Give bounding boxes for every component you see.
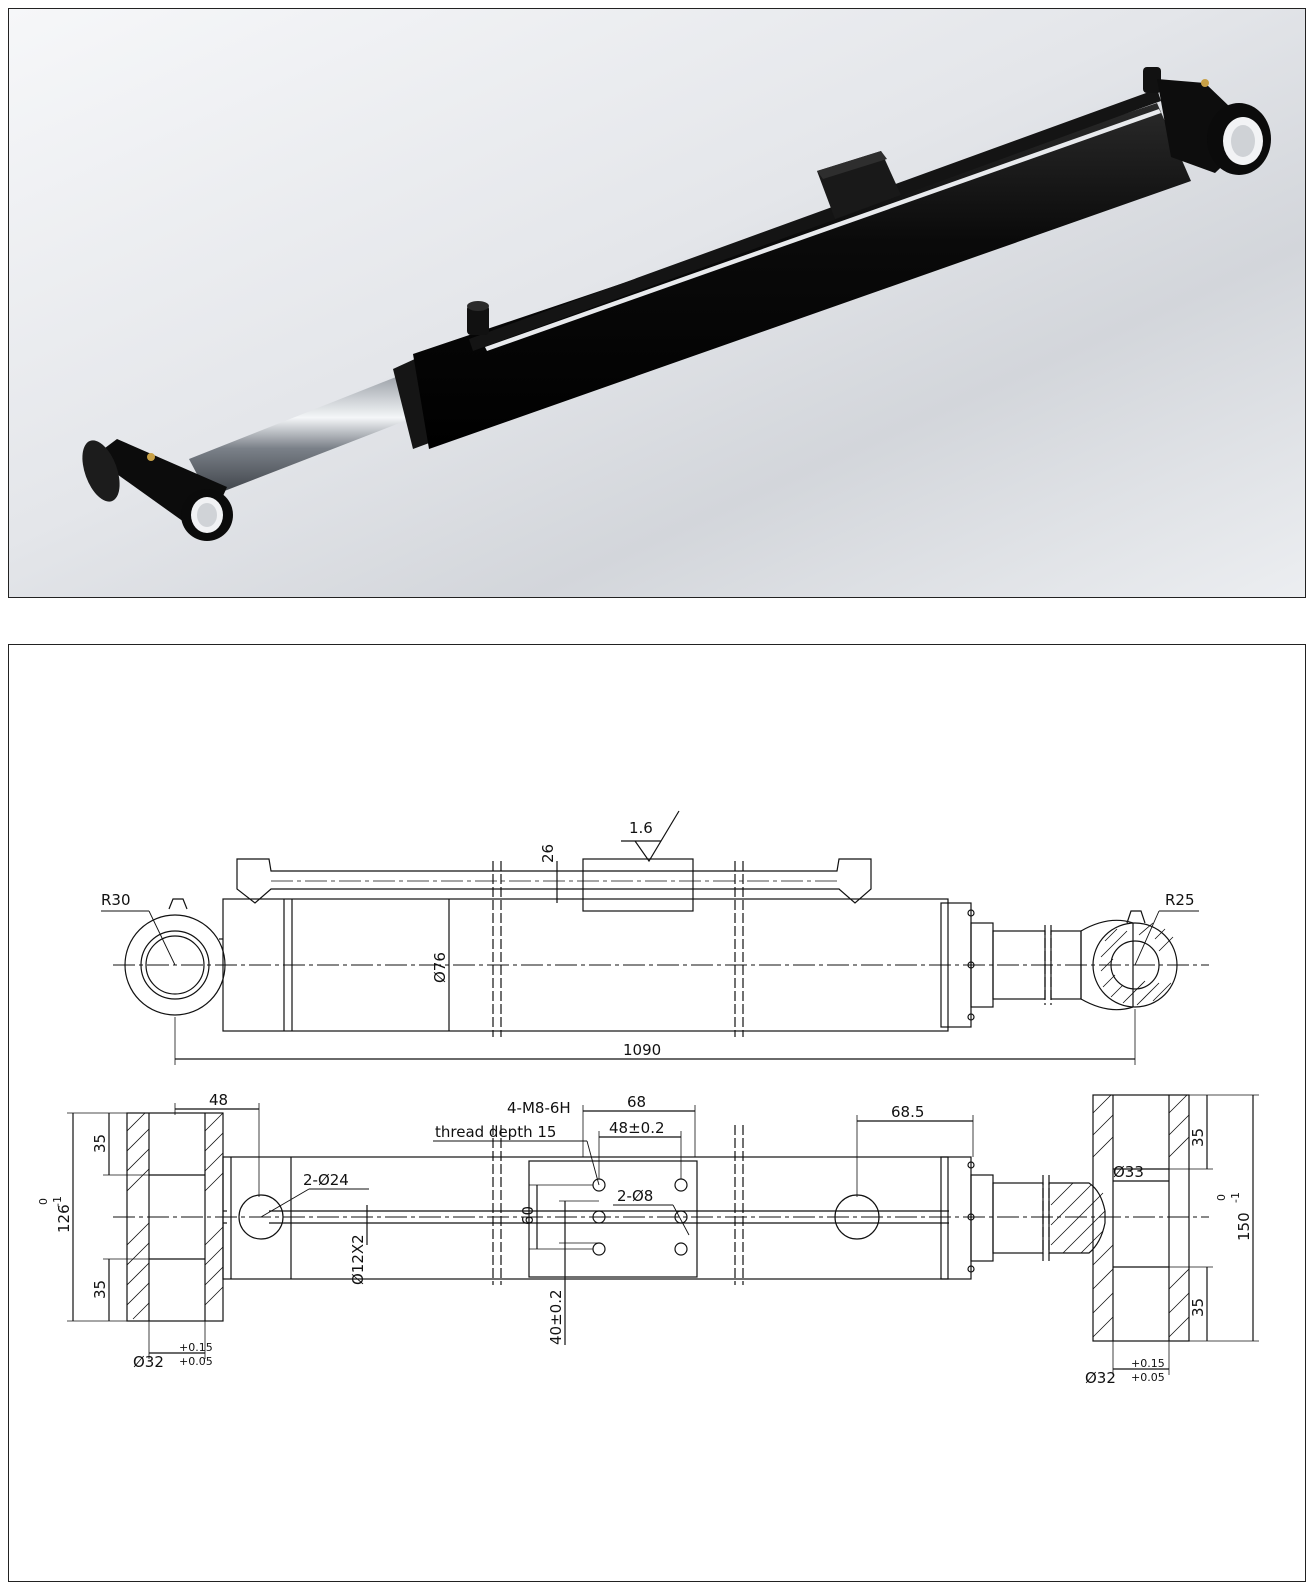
label-26: 26 (539, 844, 557, 863)
slider-block-outline (582, 858, 694, 912)
label-68: 68 (627, 1093, 646, 1111)
side-view (101, 810, 1209, 1065)
label-d12x2: Ø12X2 (349, 1234, 367, 1285)
label-60: 60 (519, 1206, 537, 1225)
barrel (413, 103, 1191, 449)
label-150: 150 (1235, 1212, 1253, 1241)
label-left-d32-tol-top: +0.15 (179, 1341, 213, 1354)
label-left-35-top: 35 (91, 1134, 109, 1153)
label-150-tol-bot: -1 (1229, 1192, 1242, 1203)
label-68-5: 68.5 (891, 1103, 924, 1121)
plan-barrel (222, 1156, 949, 1280)
port-left (238, 1194, 284, 1240)
label-48: 48 (209, 1091, 228, 1109)
left-eye-bore (140, 930, 210, 1000)
label-thread: 4-M8-6H (507, 1099, 571, 1117)
label-2-d24: 2-Ø24 (303, 1171, 349, 1189)
label-r30: R30 (101, 891, 131, 909)
guide-bar (236, 858, 872, 904)
mounting-plate (528, 1160, 698, 1278)
right-post (1143, 67, 1161, 93)
label-thread-depth: thread depth 15 (435, 1123, 556, 1141)
label-2-d8: 2-Ø8 (617, 1187, 653, 1205)
label-d76: Ø76 (431, 952, 449, 983)
label-150-tol-top: 0 (1215, 1194, 1228, 1201)
label-left-d32-tol-bot: +0.05 (179, 1355, 213, 1368)
label-right-d32-tol-top: +0.15 (1131, 1357, 1165, 1370)
guide-rod-highlight (485, 109, 1161, 351)
rear-eye-hatch (1100, 922, 1174, 1006)
label-right-35-bot: 35 (1189, 1298, 1207, 1317)
label-left-35-bot: 35 (91, 1280, 109, 1299)
render-panel (8, 8, 1306, 598)
label-right-d33: Ø33 (1113, 1163, 1144, 1181)
label-126-tol-bot: -1 (51, 1196, 64, 1207)
label-left-d32: Ø32 (133, 1353, 164, 1371)
right-clevis (1092, 1094, 1190, 1342)
cylinder-render (9, 9, 1305, 597)
plan-view (67, 1094, 1259, 1375)
label-right-d32-tol-bot: +0.05 (1131, 1371, 1165, 1384)
label-126-tol-top: 0 (37, 1198, 50, 1205)
label-right-d32: Ø32 (1085, 1369, 1116, 1387)
guide-rod (469, 89, 1161, 351)
piston-rod (189, 375, 415, 497)
rear-eye-mount (1157, 79, 1271, 175)
rear-eye-outer (1092, 922, 1178, 1008)
rear-neck (1048, 1182, 1106, 1254)
label-r25: R25 (1165, 891, 1195, 909)
left-eye-outer (124, 914, 226, 1016)
label-right-35-top: 35 (1189, 1128, 1207, 1147)
label-roughness: 1.6 (629, 819, 653, 837)
technical-drawing: R30 R25 1.6 26 Ø76 1090 48 68 4-M8-6H 48… (37, 810, 1259, 1387)
plan-view-labels: 48 68 4-M8-6H 48±0.2 thread depth 15 2-Ø… (37, 1091, 1253, 1387)
label-1090: 1090 (623, 1041, 661, 1059)
drawing-panel: R30 R25 1.6 26 Ø76 1090 48 68 4-M8-6H 48… (8, 644, 1306, 1582)
side-view-labels: R30 R25 1.6 26 Ø76 1090 (101, 819, 1195, 1059)
rear-eye-bore (1110, 940, 1160, 990)
left-eye-mount (82, 439, 233, 541)
left-clevis-hatch (126, 1112, 224, 1320)
barrel-outline (222, 898, 949, 1032)
hydraulic-cylinder (82, 67, 1271, 541)
label-40-tol: 40±0.2 (547, 1289, 565, 1345)
right-clevis-hatch (1092, 1094, 1190, 1338)
roughness-symbol (621, 810, 680, 863)
label-126: 126 (55, 1204, 73, 1233)
left-post (467, 305, 489, 335)
label-48-tol: 48±0.2 (609, 1119, 665, 1137)
